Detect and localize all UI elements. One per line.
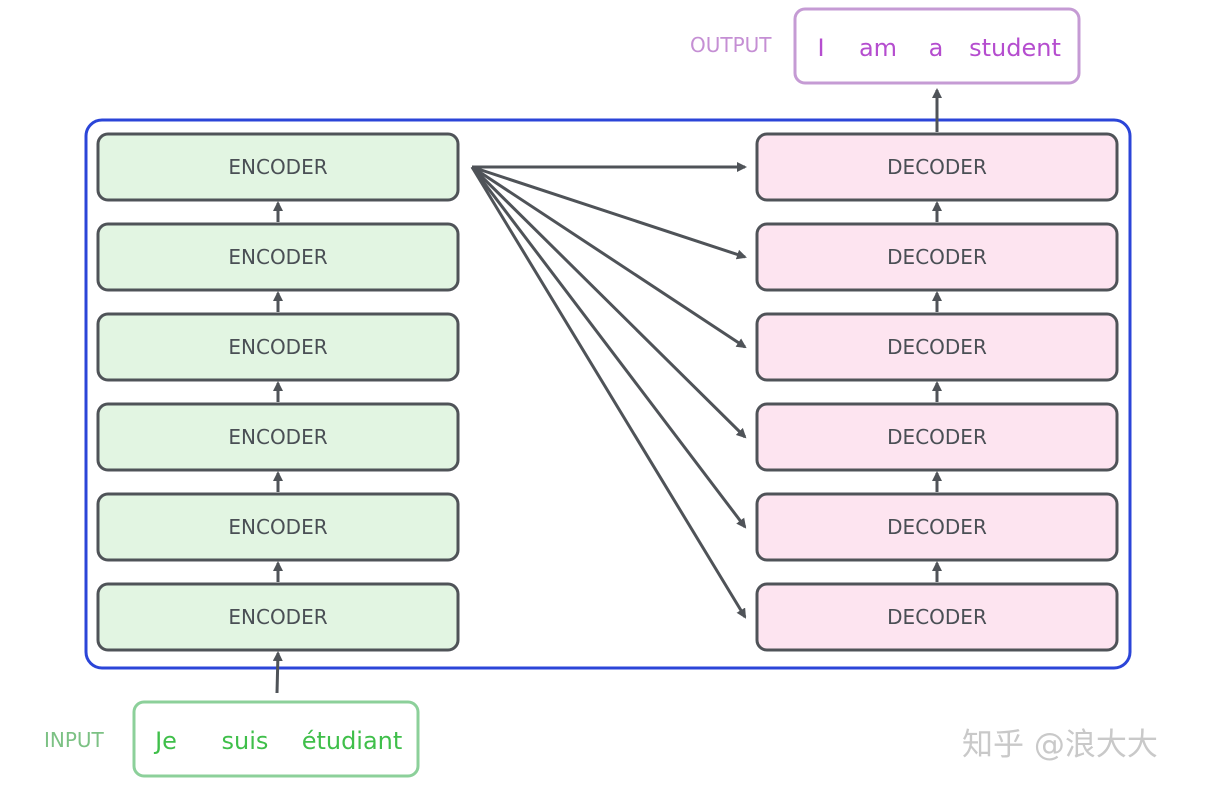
input-box: [132, 700, 420, 778]
decoder-block: DECODER: [755, 312, 1119, 382]
output-word: student: [969, 34, 1061, 62]
decoder-stack: DECODER DECODER DECODER DECODER DECODER DECOD…: [755, 132, 1119, 652]
output-word: am: [859, 34, 897, 62]
encoder-label: ENCODER: [228, 155, 327, 179]
input-arrow: [272, 651, 283, 694]
output-label: OUTPUT: [690, 33, 772, 57]
output-word: a: [929, 34, 944, 62]
decoder-block: DECODER: [755, 402, 1119, 472]
decoder-label: DECODER: [887, 245, 987, 269]
encoder-block: ENCODER: [96, 492, 460, 562]
decoder-block: DECODER: [755, 582, 1119, 652]
encoder-block: ENCODER: [96, 402, 460, 472]
decoder-box: [755, 222, 1119, 292]
decoder-block: DECODER: [755, 222, 1119, 292]
encoder-label: ENCODER: [228, 425, 327, 449]
encoder-box: [96, 582, 460, 652]
decoder-box: [755, 402, 1119, 472]
decoder-label: DECODER: [887, 605, 987, 629]
decoder-label: DECODER: [887, 335, 987, 359]
stack-container: [84, 118, 1132, 670]
input-words: Je suis étudiant: [153, 727, 402, 755]
encoder-box: [96, 222, 460, 292]
output-box: [793, 7, 1081, 85]
encoder-to-decoder-arrow: [470, 165, 747, 439]
encoder-box: [96, 402, 460, 472]
encoder-label: ENCODER: [228, 515, 327, 539]
input-word: étudiant: [302, 727, 403, 755]
encoder-stack: ENCODER ENCODER ENCODER ENCODER ENCODER ENCOD…: [96, 132, 460, 652]
encoder-label: ENCODER: [228, 335, 327, 359]
decoder-label: DECODER: [887, 515, 987, 539]
encoder-to-decoder-arrow: [471, 165, 747, 260]
encoder-box: [96, 492, 460, 562]
encoder-to-decoder-arrow: [471, 165, 747, 349]
decoder-block: DECODER: [755, 492, 1119, 562]
encoder-to-decoder-arrow: [470, 166, 747, 619]
decoder-label: DECODER: [887, 155, 987, 179]
encoder-to-decoder-arrow: [470, 166, 747, 529]
encoder-block: ENCODER: [96, 132, 460, 202]
decoder-block: DECODER: [755, 132, 1119, 202]
decoder-box: [755, 582, 1119, 652]
encoder-block: ENCODER: [96, 312, 460, 382]
decoder-box: [755, 312, 1119, 382]
decoder-box: [755, 132, 1119, 202]
input-word: suis: [222, 727, 269, 755]
decoder-box: [755, 492, 1119, 562]
encoder-block: ENCODER: [96, 222, 460, 292]
input-label: INPUT: [44, 728, 105, 752]
decoder-label: DECODER: [887, 425, 987, 449]
output-word: I: [817, 34, 824, 62]
watermark-text: 知乎 @浪大大: [962, 727, 1158, 763]
input-word: Je: [153, 727, 177, 755]
encoder-label: ENCODER: [228, 605, 327, 629]
arrows-group: [272, 88, 942, 694]
encoder-block: ENCODER: [96, 582, 460, 652]
encoder-box: [96, 132, 460, 202]
encoder-label: ENCODER: [228, 245, 327, 269]
encoder-box: [96, 312, 460, 382]
